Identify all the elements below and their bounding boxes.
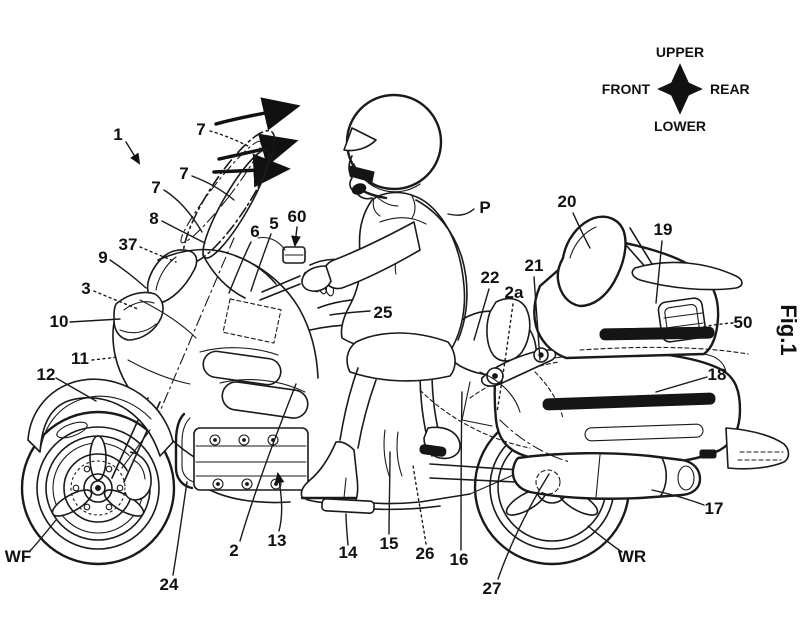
seat-backrest-pad	[486, 297, 531, 362]
swingarm	[429, 463, 521, 483]
trunk-trim-strip	[599, 326, 715, 341]
engine	[174, 412, 309, 504]
ref-label-14: 14	[339, 543, 358, 562]
ref-label-10: 10	[50, 312, 69, 331]
ref-label-7a: 7	[196, 120, 205, 139]
rider-boot	[300, 441, 359, 505]
rider-face	[348, 155, 373, 200]
compass-upper-label: UPPER	[656, 44, 704, 60]
ref-label-15: 15	[380, 534, 399, 553]
ref-label-37: 37	[119, 235, 138, 254]
compass-front-label: FRONT	[602, 81, 651, 97]
rider-thigh	[346, 332, 456, 382]
ref-label-9: 9	[98, 248, 107, 267]
ref-label-12: 12	[37, 365, 56, 384]
fairing-vent-upper	[202, 350, 282, 386]
ref-label-3: 3	[81, 279, 90, 298]
wind-flow-arrows	[212, 97, 301, 188]
ref-label-2: 2	[229, 541, 238, 560]
backrest-pad	[556, 215, 627, 308]
rear-fender	[725, 427, 790, 470]
ref-label-8: 8	[149, 209, 158, 228]
headlight	[113, 291, 164, 341]
helmet-visor	[343, 127, 377, 152]
ref-label-20: 20	[558, 192, 577, 211]
floorboard	[321, 498, 375, 514]
ref-label-26: 26	[416, 544, 435, 563]
ref-label-6: 6	[250, 222, 259, 241]
compass-lower-label: LOWER	[654, 118, 706, 134]
ref-label-7b: 7	[179, 164, 188, 183]
fairing-vent-lower	[221, 381, 309, 419]
engine-guard	[174, 412, 194, 490]
hidden-component-outline	[222, 298, 282, 344]
ref-label-1: 1	[113, 125, 122, 144]
ref-label-p: P	[479, 198, 490, 217]
figure-caption: Fig.1	[776, 304, 801, 355]
ref-label-2a: 2a	[505, 283, 524, 302]
ref-label-25: 25	[374, 303, 393, 322]
exhaust-muffler	[511, 452, 702, 500]
swingarm-pivot-hidden	[535, 469, 561, 495]
ref-label-27: 27	[483, 579, 502, 598]
ref-label-wf: WF	[5, 547, 31, 566]
ref-label-21: 21	[525, 256, 544, 275]
leader-lines	[29, 130, 734, 580]
rider-glove	[301, 265, 332, 292]
ref-label-7c: 7	[151, 178, 160, 197]
orientation-compass: UPPER LOWER FRONT REAR	[602, 44, 750, 134]
ref-label-16: 16	[450, 550, 469, 569]
ref-label-17: 17	[705, 499, 724, 518]
saddlebag-trim-strip	[542, 392, 716, 411]
ref-label-24: 24	[160, 575, 179, 594]
front-fender	[27, 378, 174, 483]
ref-label-60: 60	[288, 207, 307, 226]
sunglasses	[349, 165, 375, 183]
ref-label-13: 13	[268, 531, 287, 550]
ref-label-50: 50	[734, 313, 753, 332]
ref-label-18: 18	[708, 365, 727, 384]
rear-trunk	[533, 215, 749, 373]
microphone	[351, 183, 367, 195]
ref-label-5: 5	[269, 214, 278, 233]
ref-label-22: 22	[481, 268, 500, 287]
rider	[300, 93, 468, 514]
ref-label-19: 19	[654, 220, 673, 239]
reference-labels: 1 7 7 7 8 37 9 3 10 11 12 WF 24 2 13 14 …	[5, 120, 753, 598]
compass-rear-label: REAR	[710, 81, 750, 97]
ref-label-wr: WR	[618, 547, 646, 566]
ref-label-11: 11	[71, 349, 89, 368]
